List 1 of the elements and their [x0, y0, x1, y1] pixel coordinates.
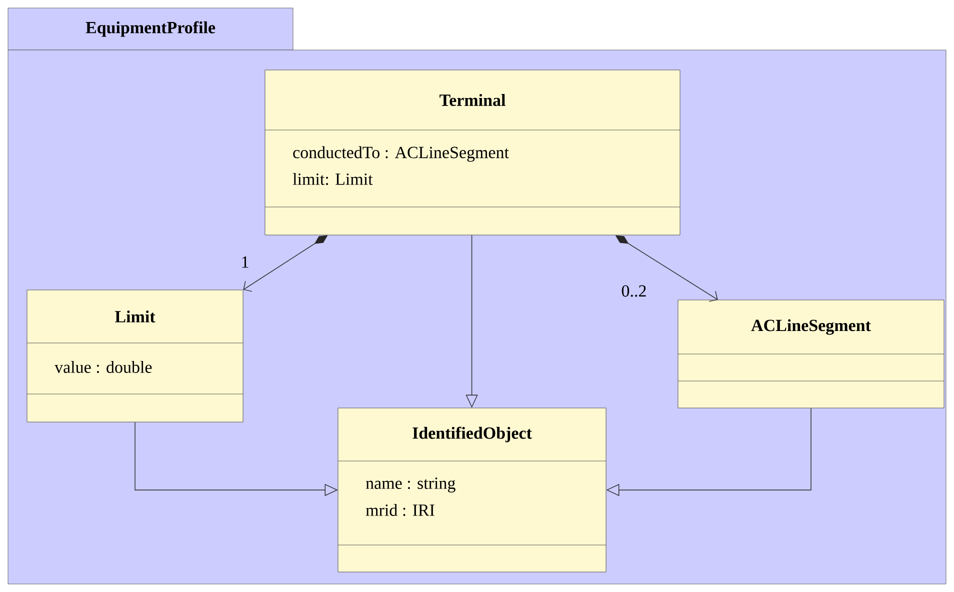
package-name: EquipmentProfile	[86, 21, 216, 37]
